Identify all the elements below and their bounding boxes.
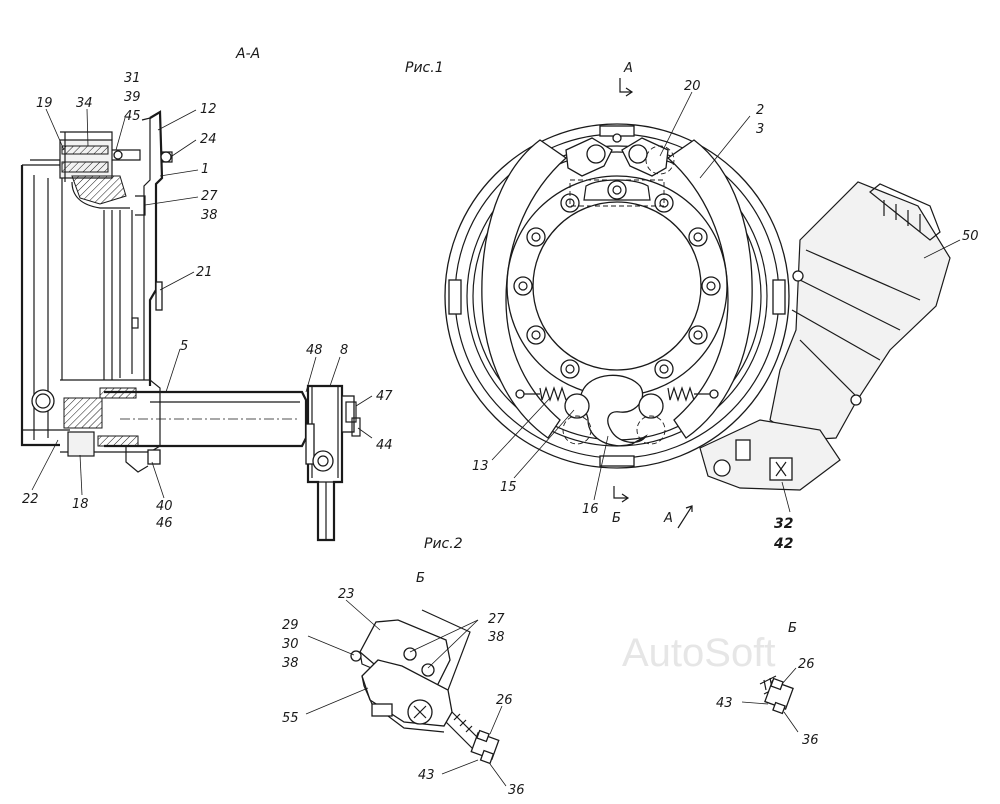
label-22: 22	[22, 492, 39, 507]
label-50: 50	[962, 229, 979, 244]
cut-a-bottom-label: А	[663, 511, 673, 526]
camshaft	[104, 390, 308, 448]
section-a-a-view: А-А	[20, 46, 393, 542]
watermark-text: AutoSoft	[622, 631, 775, 675]
section-leaders	[31, 108, 373, 499]
return-spring-right	[667, 386, 695, 402]
bolt-24-head	[160, 151, 172, 163]
detail-leaders	[741, 667, 799, 733]
s-cam	[579, 374, 648, 447]
inspection-slot	[155, 281, 163, 311]
label-13: 13	[472, 459, 489, 474]
label-32: 32	[774, 516, 793, 532]
label-29: 29	[282, 618, 299, 633]
label-46: 46	[156, 516, 173, 531]
label-36: 36	[508, 783, 525, 798]
view-b-title: Б	[416, 571, 425, 586]
label-38b: 38	[282, 656, 299, 671]
roller-left	[564, 393, 590, 419]
label-40: 40	[156, 499, 173, 514]
detail-view-b: Б 26 43 36	[716, 621, 819, 748]
label-1: 1	[201, 162, 209, 177]
label-16: 16	[582, 502, 599, 517]
label-31: 31	[124, 71, 141, 86]
fig1-leaders	[491, 91, 961, 513]
label-2: 2	[756, 103, 764, 118]
label-26: 26	[496, 693, 513, 708]
hub-bore	[532, 201, 702, 371]
label-34: 34	[76, 96, 93, 111]
label-12: 12	[200, 102, 217, 117]
label-19: 19	[36, 96, 53, 111]
detail-label-26: 26	[798, 657, 815, 672]
label-30: 30	[282, 637, 299, 652]
label-47: 47	[376, 389, 393, 404]
brake-shoe-left	[481, 139, 568, 439]
brake-shoe-right	[666, 139, 753, 439]
label-38: 38	[201, 208, 218, 223]
shoe-anchor-block	[71, 175, 127, 205]
fig1-title: Рис.1	[405, 60, 444, 76]
label-38-fig2: 38	[488, 630, 505, 645]
label-27-fig2: 27	[488, 612, 505, 627]
label-44: 44	[376, 438, 393, 453]
fig2-leaders	[305, 599, 507, 787]
label-18: 18	[72, 497, 89, 512]
roller-right	[638, 393, 664, 419]
chamber-bracket	[699, 419, 841, 491]
cut-a-top-label: А	[623, 61, 633, 76]
fig1-brake-view: Рис.1 А А Б	[405, 60, 979, 552]
label-42: 42	[773, 536, 793, 552]
label-20: 20	[684, 79, 701, 94]
label-45: 45	[124, 109, 141, 124]
detail-b-title: Б	[788, 621, 797, 636]
label-48: 48	[306, 343, 323, 358]
drain-hole	[31, 389, 55, 413]
return-spring-left	[539, 386, 567, 402]
label-27: 27	[201, 189, 218, 204]
detail-label-36: 36	[802, 733, 819, 748]
fig2-title: Рис.2	[424, 536, 463, 552]
label-55: 55	[282, 711, 299, 726]
backing-plate	[148, 110, 164, 386]
label-15: 15	[500, 480, 517, 495]
hub-bolt-circle	[513, 180, 721, 379]
fig2-view-b: Рис.2 Б 23 27 3	[282, 536, 525, 798]
label-3: 3	[756, 122, 764, 137]
label-24: 24	[200, 132, 217, 147]
label-23: 23	[338, 587, 355, 602]
cut-b-label: Б	[612, 511, 621, 526]
clevis-pin-hole	[312, 450, 334, 472]
label-43: 43	[418, 768, 435, 783]
drum-outer-wall	[20, 165, 60, 447]
label-8: 8	[340, 343, 348, 358]
label-21: 21	[196, 265, 213, 280]
label-39: 39	[124, 90, 141, 105]
label-5: 5	[180, 339, 188, 354]
detail-label-43: 43	[716, 696, 733, 711]
section-title: А-А	[235, 46, 260, 62]
